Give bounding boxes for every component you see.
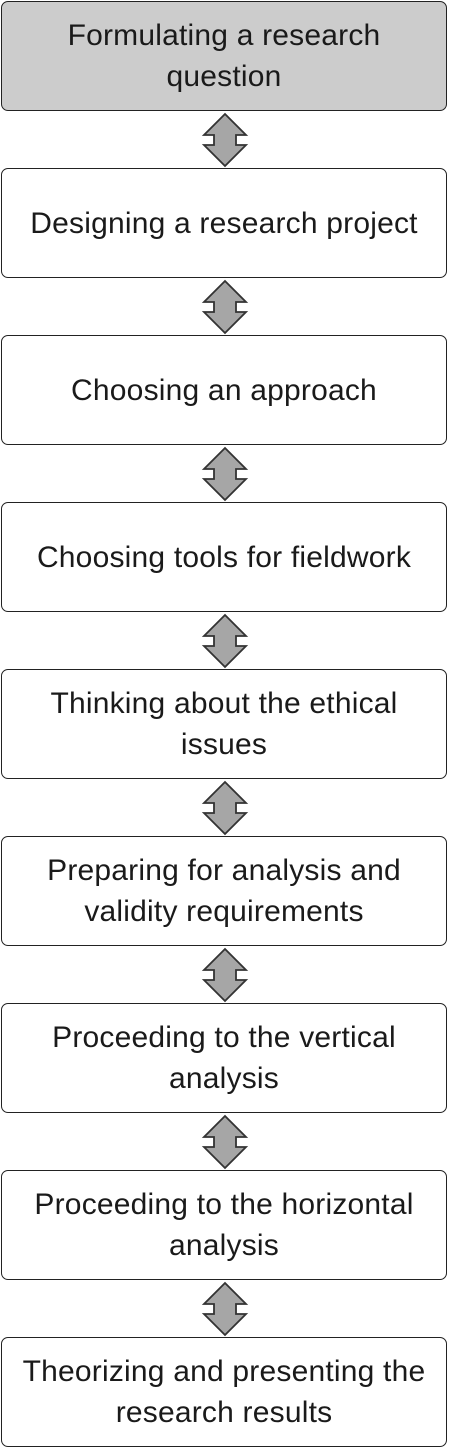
- step-designing-research-project: Designing a research project: [1, 168, 447, 278]
- step-theorizing-presenting-results: Theorizing and presenting the research r…: [1, 1337, 447, 1447]
- double-arrow-icon: [201, 947, 249, 1003]
- step-label: Choosing an approach: [71, 373, 377, 407]
- step-label: Designing a research project: [30, 206, 418, 240]
- double-arrow-icon: [201, 112, 249, 168]
- step-label: Proceeding to the vertical analysis: [52, 1021, 396, 1095]
- step-choosing-approach: Choosing an approach: [1, 335, 447, 445]
- step-choosing-tools-fieldwork: Choosing tools for fieldwork: [1, 502, 447, 612]
- step-label: Proceeding to the horizontal analysis: [34, 1188, 414, 1262]
- double-arrow-icon: [201, 1114, 249, 1170]
- step-formulating-research-question: Formulating a research question: [1, 1, 447, 111]
- step-label: Choosing tools for fieldwork: [36, 540, 412, 574]
- double-arrow-icon: [201, 613, 249, 669]
- step-label: Thinking about the ethical issues: [50, 687, 398, 761]
- step-preparing-analysis-validity: Preparing for analysis and validity requ…: [1, 836, 447, 946]
- step-label: Theorizing and presenting the research r…: [22, 1355, 426, 1429]
- step-vertical-analysis: Proceeding to the vertical analysis: [1, 1003, 447, 1113]
- step-ethical-issues: Thinking about the ethical issues: [1, 669, 447, 779]
- double-arrow-icon: [201, 780, 249, 836]
- step-horizontal-analysis: Proceeding to the horizontal analysis: [1, 1170, 447, 1280]
- step-label: Preparing for analysis and validity requ…: [47, 854, 401, 928]
- double-arrow-icon: [201, 1281, 249, 1337]
- double-arrow-icon: [201, 446, 249, 502]
- double-arrow-icon: [201, 279, 249, 335]
- step-label: Formulating a research question: [67, 19, 381, 93]
